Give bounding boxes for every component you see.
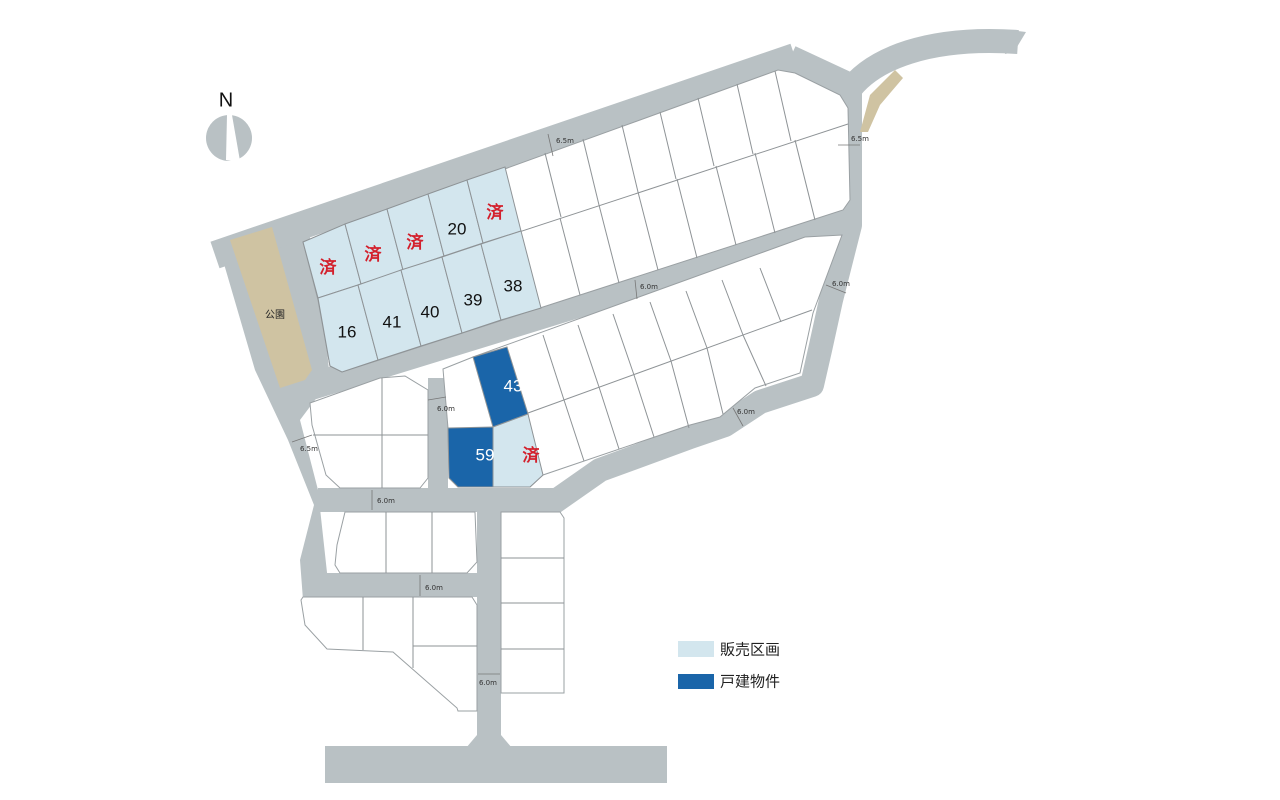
road-width-label: 6.0m	[640, 283, 658, 291]
park-label: 公園	[265, 309, 285, 321]
lot-16[interactable]	[317, 284, 379, 373]
lot-label: 59	[476, 445, 495, 464]
block-middle	[442, 234, 843, 488]
block-south-east	[500, 511, 565, 694]
road-width-label: 6.0m	[832, 280, 850, 288]
block-south-west	[334, 511, 478, 574]
legend-label: 戸建物件	[720, 673, 780, 691]
block-south	[300, 596, 478, 712]
lot[interactable]	[492, 413, 544, 488]
legend-swatch-available	[678, 641, 714, 657]
legend-swatch-house	[678, 674, 714, 689]
road-width-label: 6.0m	[377, 497, 395, 505]
road-width-markers: 6.5m 6.5m 6.0m 6.0m 6.0m 6.0m 6.5m 6.0m …	[291, 133, 869, 687]
bottom-road	[325, 746, 667, 783]
road-width-label: 6.5m	[300, 445, 318, 453]
block-west	[309, 375, 429, 489]
park-area-east	[860, 70, 903, 132]
lot-label-sold: 済	[523, 445, 541, 466]
block-north	[302, 69, 851, 373]
lot-label: 20	[448, 219, 467, 238]
road-width-label: 6.0m	[737, 408, 755, 416]
lot-label: 39	[464, 290, 483, 309]
park-area	[230, 227, 312, 388]
road-width-label: 6.5m	[851, 135, 869, 143]
lot-label-sold: 済	[407, 232, 425, 253]
legend: 販売区画 戸建物件	[678, 641, 780, 691]
compass-needle-icon	[226, 115, 240, 162]
lot-label-sold: 済	[365, 244, 383, 265]
legend-label: 販売区画	[720, 641, 780, 659]
road-width-label: 6.0m	[479, 679, 497, 687]
lot-label: 41	[383, 312, 402, 331]
lot-label: 38	[504, 276, 523, 295]
lot-59[interactable]	[447, 426, 494, 488]
road-width-label: 6.0m	[425, 584, 443, 592]
lot-label: 16	[338, 322, 357, 341]
lot-38[interactable]	[480, 230, 542, 321]
lot-label: 43	[504, 376, 523, 395]
lot-labels: 済 済 済 20 済 16 41 40 39 38 43 59 済	[320, 202, 541, 466]
compass: N	[206, 89, 252, 162]
lot-label-sold: 済	[320, 257, 338, 278]
road-width-label: 6.0m	[437, 405, 455, 413]
lot-label: 40	[421, 302, 440, 321]
road-width-label: 6.5m	[556, 137, 574, 145]
compass-north-label: N	[219, 89, 233, 111]
lot-label-sold: 済	[487, 202, 505, 223]
roads	[210, 29, 1026, 783]
